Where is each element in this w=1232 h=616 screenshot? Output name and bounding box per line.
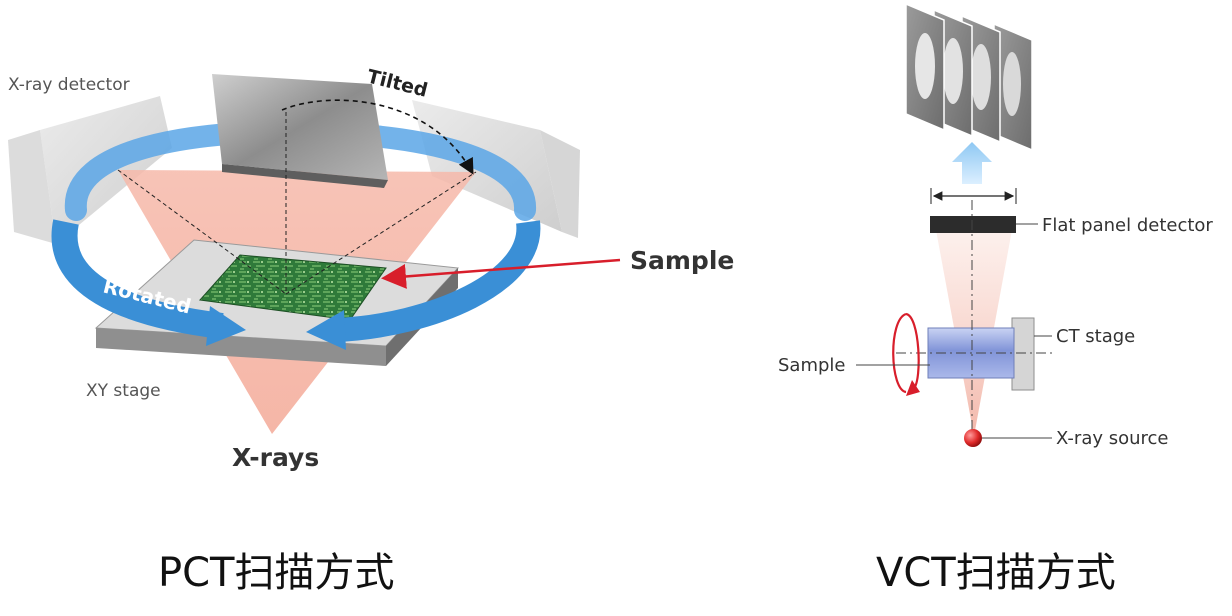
sample-pointer bbox=[381, 258, 621, 289]
tilt-arrow bbox=[281, 99, 474, 175]
vct-caption: VCT扫描方式 bbox=[876, 550, 1116, 596]
leader-lines bbox=[856, 223, 1052, 439]
flat-panel-detector-label: Flat panel detector bbox=[1042, 215, 1213, 236]
projection-lines bbox=[117, 112, 477, 295]
xy-stage-label: XY stage bbox=[86, 381, 161, 401]
up-arrow bbox=[952, 142, 992, 184]
rotation-arrow-front bbox=[51, 219, 224, 339]
flat-panel-detector bbox=[930, 216, 1016, 233]
pct-diagram: X-ray detector Tilted Sample Rotated XY … bbox=[8, 66, 734, 472]
detector-tilted bbox=[212, 74, 388, 188]
tilted-label: Tilted bbox=[365, 66, 430, 102]
projection-image-stack bbox=[905, 2, 1033, 152]
xrays-label: X-rays bbox=[232, 443, 319, 472]
detector-width-dimension bbox=[930, 188, 1017, 204]
vct-diagram: Flat panel detector CT stage Sample X-ra… bbox=[778, 2, 1213, 449]
ct-stage-label: CT stage bbox=[1056, 326, 1135, 347]
ct-stage bbox=[1011, 317, 1035, 391]
rotation-arrowhead-right bbox=[306, 310, 346, 350]
detector-label: X-ray detector bbox=[8, 75, 130, 95]
xray-source-label: X-ray source bbox=[1056, 428, 1169, 449]
rotation-arrowhead-left bbox=[206, 306, 246, 346]
pct-caption: PCT扫描方式 bbox=[158, 550, 395, 596]
xray-source bbox=[964, 429, 982, 447]
rotation-arrow-front-right bbox=[335, 220, 541, 342]
sample-label-vct: Sample bbox=[778, 355, 846, 376]
rotation-indicator bbox=[892, 312, 920, 396]
sample-label: Sample bbox=[630, 246, 734, 275]
